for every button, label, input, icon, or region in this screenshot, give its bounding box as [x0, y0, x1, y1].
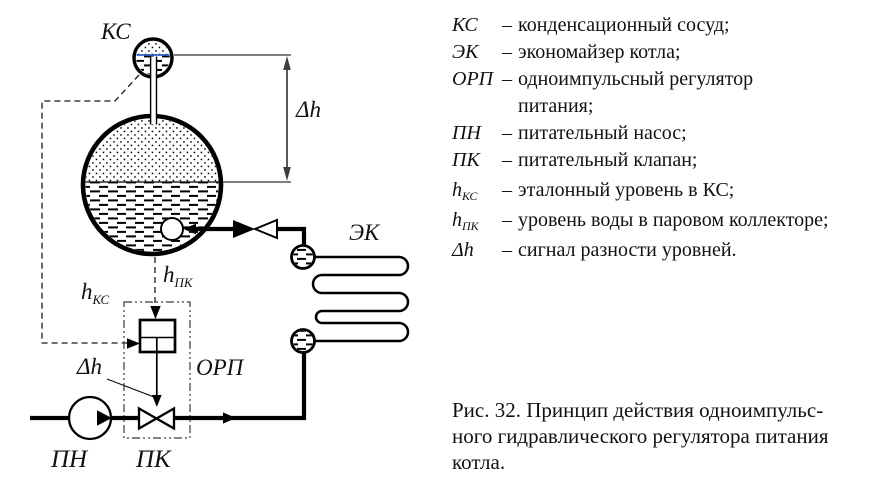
- h-kc-arrowhead-icon: [127, 338, 140, 349]
- label-pn: ПН: [51, 446, 88, 473]
- legend-item: hКС – эталонный уровень в КС;: [452, 179, 735, 203]
- label-h-pk: hПК: [163, 262, 193, 290]
- arrow-up-icon: [283, 56, 291, 70]
- economizer-coil: [290, 244, 410, 354]
- schematic-svg: [30, 37, 410, 441]
- flow-arrow-right-icon: [223, 412, 236, 424]
- label-kc: КС: [101, 19, 131, 44]
- h-pk-arrowhead-icon: [150, 306, 161, 319]
- legend-item: КС – конденсационный сосуд;: [452, 14, 730, 36]
- label-ek: ЭК: [349, 220, 380, 245]
- figure-caption: Рис. 32. Принцип действия одноимпульс- н…: [452, 398, 829, 474]
- schematic-diagram: КС Δh ЭК hПК hКС ОРП Δh ПН ПК: [30, 19, 410, 473]
- steam-region: [85, 118, 219, 182]
- legend-item: Δh – сигнал разности уровней.: [452, 239, 737, 261]
- orp-boundary-box: [123, 301, 191, 439]
- drum-inlet-valve-left: [233, 220, 255, 238]
- feed-valve-left: [137, 406, 159, 431]
- label-orp: ОРП: [196, 355, 244, 380]
- label-h-kc: hКС: [81, 279, 110, 307]
- connecting-pipe: [149, 56, 158, 125]
- label-delta-h-bottom: Δh: [77, 354, 102, 379]
- drum-feed-inlet: [160, 217, 307, 246]
- label-pk: ПК: [136, 446, 171, 473]
- drum-inlet-valve-right: [252, 218, 278, 240]
- steam-drum: [80, 113, 224, 257]
- legend-item: ПК – питательный клапан;: [452, 149, 698, 171]
- legend-item: hПК – уровень воды в паровом коллекторе;: [452, 209, 829, 233]
- legend-item: ОРП – одноимпульсный регулятор питания;: [452, 68, 754, 117]
- delta-h-leader-line: [106, 378, 155, 398]
- feed-water-line: [30, 352, 307, 441]
- regulator-body: [138, 318, 177, 407]
- delta-h-dimension: [174, 54, 291, 183]
- stem-arrowhead-icon: [152, 395, 162, 407]
- water-region: [85, 182, 219, 252]
- label-delta-h-top: Δh: [296, 97, 321, 122]
- pump-arrow-icon: [97, 410, 112, 426]
- feed-valve-right: [154, 406, 176, 431]
- flow-arrow-left-icon: [183, 223, 196, 235]
- arrow-down-icon: [283, 167, 291, 181]
- legend: КС – конденсационный сосуд; ЭК – эконома…: [452, 12, 882, 264]
- legend-item: ЭК – экономайзер котла;: [452, 41, 681, 63]
- legend-item: ПН – питательный насос;: [452, 122, 687, 144]
- in-drum-distributor: [160, 217, 184, 241]
- kc-impulse-dashed-line: [41, 74, 140, 344]
